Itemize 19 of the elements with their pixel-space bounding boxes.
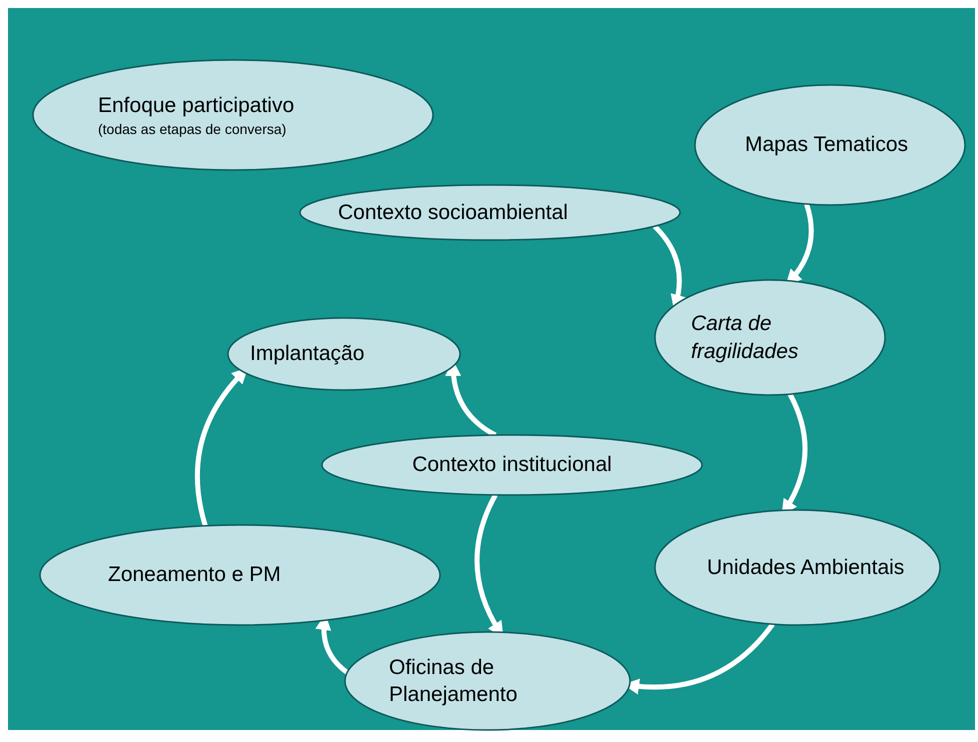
ellipse-node xyxy=(695,85,965,205)
ellipse-node xyxy=(300,185,680,240)
ellipse-node xyxy=(322,435,702,495)
node-label: Oficinas de Planejamento xyxy=(389,654,518,708)
ellipse-node xyxy=(655,510,940,625)
node-label: Contexto institucional xyxy=(412,452,612,478)
node-label: Carta de fragilidades xyxy=(691,311,800,364)
node-label: Unidades Ambientais xyxy=(707,554,904,581)
node-label: Implantação xyxy=(250,341,364,368)
ellipse-node xyxy=(40,525,440,625)
node-subtitle: (todas as etapas de conversa) xyxy=(98,120,286,138)
ellipse-node xyxy=(655,280,885,395)
ellipse-node xyxy=(345,632,630,730)
node-label: Zoneamento e PM xyxy=(108,562,281,588)
ellipse-node xyxy=(228,318,460,390)
ellipse-node xyxy=(33,60,433,170)
node-label: Enfoque participativo xyxy=(98,93,294,120)
node-label: Contexto socioambiental xyxy=(338,200,568,226)
node-label: Mapas Tematicos xyxy=(745,132,908,158)
